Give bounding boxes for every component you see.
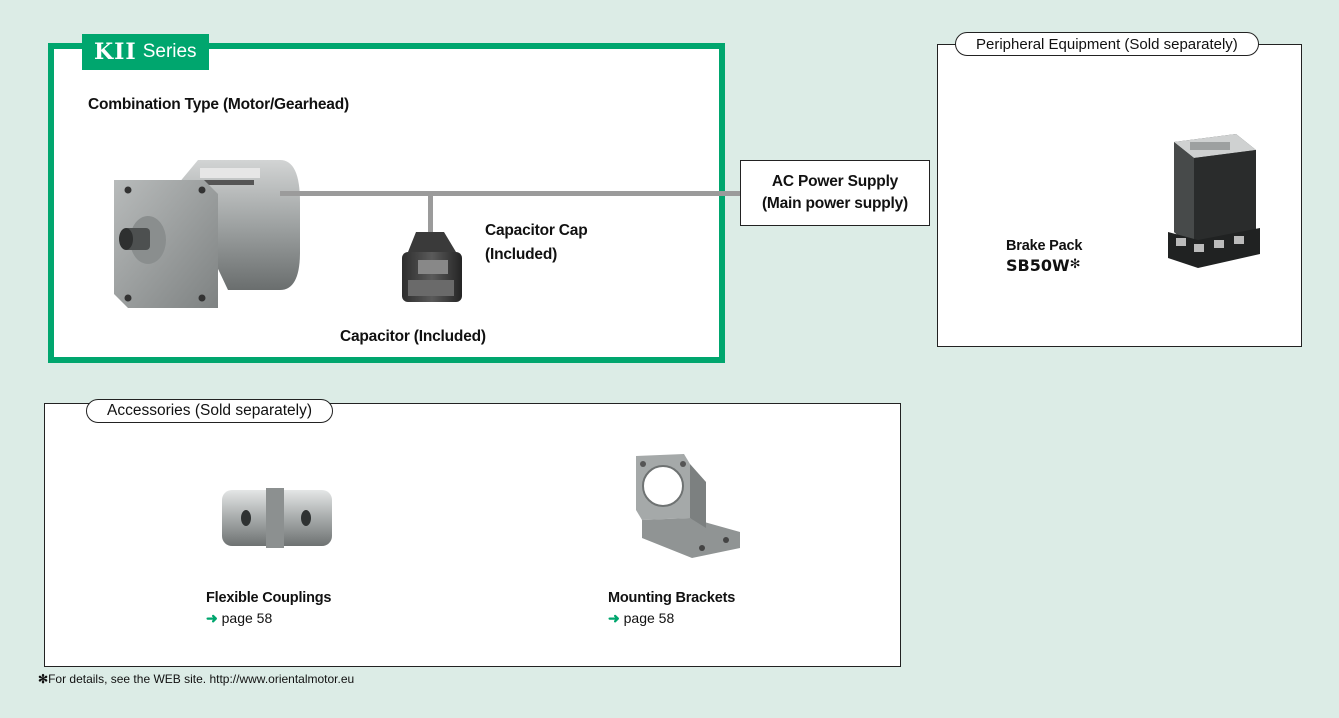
accessories-title: Accessories (Sold separately) (86, 399, 334, 423)
mounting-bracket-image (636, 454, 740, 558)
flexible-coupling-image (222, 488, 332, 548)
series-tab: KII Series (82, 34, 209, 70)
arrow-right-icon: ➜ (608, 610, 620, 626)
footnote-mark: ✻ (38, 672, 49, 686)
accessory-link-0-text: page 58 (221, 610, 273, 626)
accessories-box (44, 403, 901, 667)
accessory-name-1: Mounting Brackets (608, 590, 736, 606)
capacitor-image (402, 232, 462, 302)
brake-pack-model-number: SB50W (1006, 256, 1070, 275)
power-supply-line1: AC Power Supply (771, 173, 899, 190)
brake-pack-footnote-mark: ✻ (1069, 256, 1081, 271)
accessory-link-0[interactable]: ➜ page 58 (206, 610, 272, 627)
brake-pack-model: SB50W✻ (1006, 256, 1081, 276)
series-suffix: Series (142, 41, 197, 62)
capacitor-cap-label-line2: (Included) (485, 246, 558, 263)
accessory-link-1[interactable]: ➜ page 58 (608, 610, 674, 627)
series-brand: KII (94, 39, 137, 65)
motor-gearhead-image (114, 160, 300, 308)
brake-pack-image (1168, 134, 1260, 268)
footnote: ✻For details, see the WEB site. http://w… (38, 672, 354, 686)
capacitor-label: Capacitor (Included) (340, 328, 486, 345)
footnote-text: For details, see the WEB site. http://ww… (48, 672, 355, 686)
accessory-name-0: Flexible Couplings (206, 590, 332, 606)
power-supply-line2: (Main power supply) (761, 195, 909, 212)
accessory-link-1-text: page 58 (623, 610, 675, 626)
capacitor-cable (428, 193, 433, 233)
brake-pack-label: Brake Pack (1006, 238, 1083, 254)
ac-power-supply-box: AC Power Supply (Main power supply) (740, 160, 930, 226)
peripheral-title: Peripheral Equipment (Sold separately) (955, 32, 1259, 56)
capacitor-cap-label-line1: Capacitor Cap (485, 222, 588, 239)
power-cable (280, 191, 740, 196)
combination-type-label: Combination Type (Motor/Gearhead) (88, 96, 349, 113)
arrow-right-icon: ➜ (206, 610, 218, 626)
